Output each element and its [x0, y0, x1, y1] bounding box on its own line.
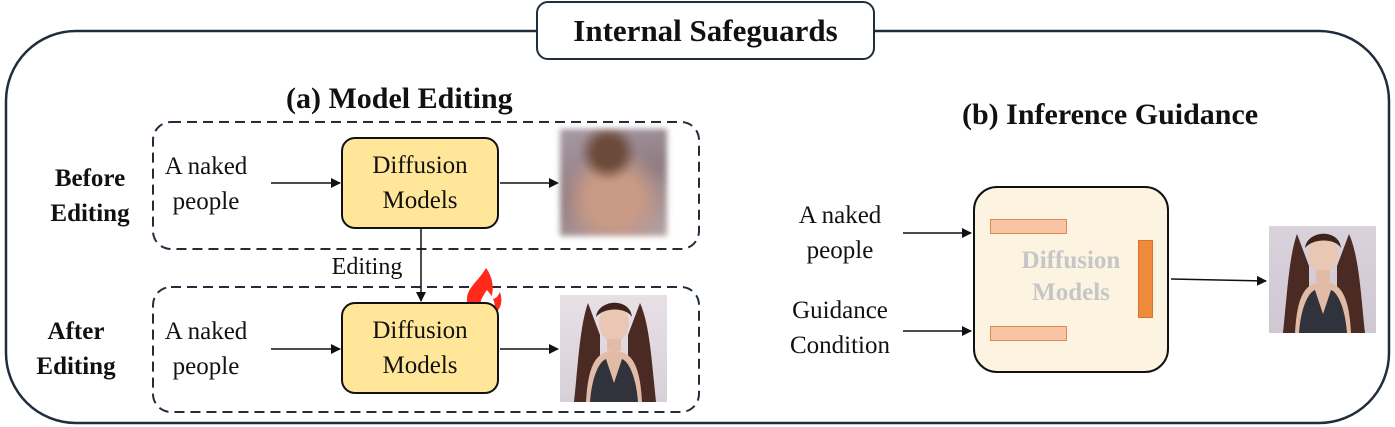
diffusion-model-guidance-box: [973, 186, 1169, 373]
after-editing-label: After Editing: [36, 318, 116, 380]
prompt-text: A naked people: [798, 202, 882, 264]
arrow-right-icon: [1170, 275, 1267, 286]
portrait-illustration: [574, 302, 656, 402]
prompt-feature-bar: [990, 219, 1067, 234]
guided-feature-bar: [1138, 240, 1153, 318]
prompt-text: A naked people: [164, 153, 248, 215]
safe-output-image: [560, 295, 667, 402]
before-editing-group: [152, 121, 700, 250]
portrait-illustration: [1283, 233, 1365, 333]
blurred-output-image: [560, 129, 667, 236]
page-title: Internal Safeguards: [536, 1, 875, 60]
inference-guidance-title: (b) Inference Guidance: [962, 98, 1259, 131]
condition-feature-bar: [990, 326, 1067, 341]
editing-label: Editing: [331, 254, 403, 280]
diffusion-model-faded-label: Diffusion Models: [1021, 247, 1121, 306]
model-editing-title: (a) Model Editing: [286, 82, 513, 115]
guided-output-image: [1269, 226, 1376, 333]
before-editing-label: Before Editing: [50, 165, 130, 227]
guidance-condition-text: Guidance Condition: [789, 297, 890, 359]
diffusion-model-box-before: Diffusion Models: [341, 137, 499, 229]
prompt-text: A naked people: [164, 318, 248, 380]
diffusion-model-box-after: Diffusion Models: [341, 302, 499, 394]
after-editing-group: [152, 286, 700, 413]
